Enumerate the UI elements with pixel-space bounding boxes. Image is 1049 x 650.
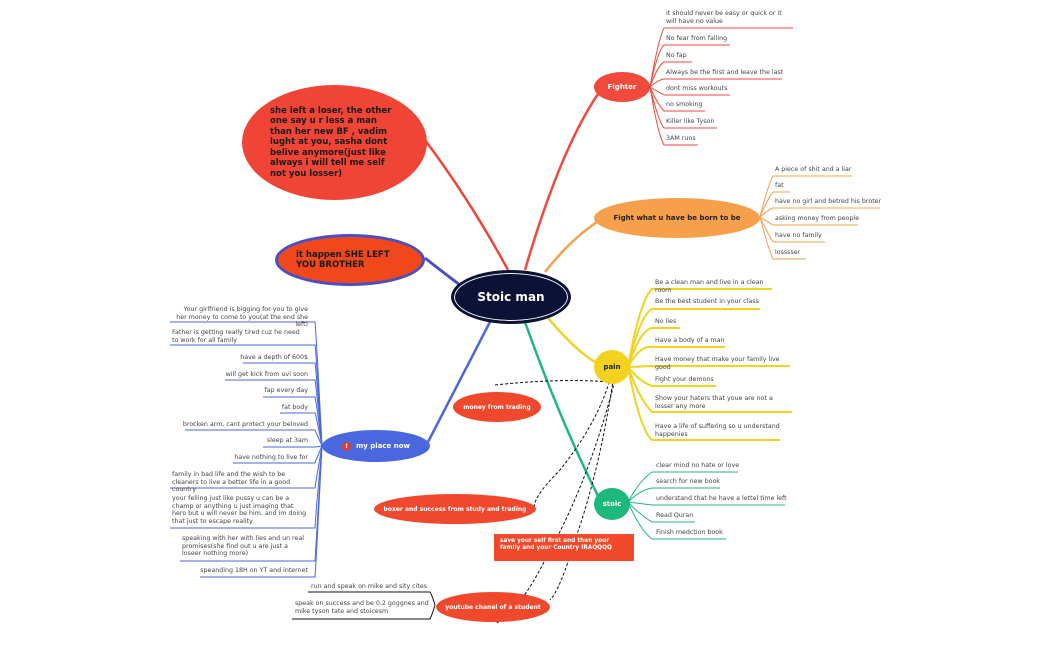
pain-leaf-lines	[627, 288, 792, 441]
myplace-item: Your girlfriend is bigging for you to gi…	[176, 306, 308, 328]
fight-born-leaf-lines	[759, 175, 880, 260]
myplace-item: family in bad life and the wish to be cl…	[172, 471, 291, 493]
myplace-item: have nothing to live for	[234, 454, 308, 461]
myplace-item: fap every day	[264, 387, 308, 394]
link-center-pain	[547, 317, 596, 364]
central-topic[interactable]: Stoic man	[451, 270, 571, 324]
fighter-item: No fap	[666, 52, 687, 59]
myplace-item: will get kick from uvi soon	[225, 371, 308, 378]
pain-item: Have money that make your family live go…	[655, 356, 780, 371]
note-it-happen[interactable]: it happen SHE LEFT YOU BROTHER	[275, 234, 425, 286]
branch-stoic[interactable]: stoic	[594, 488, 630, 520]
youtube-leaf-lines	[292, 591, 436, 620]
fighter-item: dont miss workouts	[666, 85, 728, 92]
fighter-item: no smoking	[666, 101, 703, 108]
alert-icon: !	[341, 441, 351, 451]
fight-born-item: asking money from people	[775, 215, 860, 222]
stoic-item: Finish medction book	[656, 529, 723, 536]
note-save-yourself[interactable]: save your self first and then your famil…	[494, 534, 634, 561]
link-center-note2	[424, 256, 461, 287]
pain-item: No lies	[655, 318, 677, 325]
branch-fight-born[interactable]: Fight what u have be born to be	[594, 198, 760, 238]
stoic-item: search for new book	[656, 478, 720, 485]
fight-born-item: have no girl and betred his broter	[775, 198, 882, 205]
link-center-stoic	[523, 321, 600, 497]
stoic-item: Read Quran	[656, 512, 694, 519]
fighter-item: Always be the first and leave the last	[666, 69, 784, 76]
pain-item: Fight your demons	[655, 376, 714, 383]
myplace-item: your felling just like pussy u can be a …	[172, 495, 307, 525]
fighter-item: Killer like Tyson	[666, 118, 715, 125]
myplace-item: Father is getting really tired cuz he ne…	[172, 329, 300, 344]
fighter-item: 3AM runs	[666, 135, 696, 142]
link-center-fight-born	[544, 220, 598, 273]
link-center-note1	[423, 139, 510, 271]
myplace-item: have a depth of 600$	[240, 354, 308, 361]
myplace-item: speanding 18H on YT and internet	[200, 567, 308, 574]
branch-my-place-label: my place now	[355, 442, 411, 450]
fighter-leaf-lines	[649, 27, 793, 146]
pain-item: Have a life of suffering so u understand…	[655, 423, 780, 438]
branch-pain[interactable]: pain	[594, 350, 630, 384]
pain-item: Have a body of a man	[655, 337, 725, 344]
branch-my-place[interactable]: ! my place now	[322, 430, 430, 462]
topic-boxer[interactable]: boxer and success from study and trading	[374, 494, 536, 524]
pain-item: Show your haters that youe are not a los…	[655, 395, 773, 410]
myplace-leaf-lines	[170, 321, 323, 578]
myplace-item: speaking with her with lies and un real …	[182, 535, 304, 557]
fight-born-item: have no family	[775, 232, 822, 239]
fight-born-item: A piece of shit and a liar	[775, 166, 852, 173]
fight-born-item: fat	[775, 182, 784, 189]
stoic-item: clear mind no hate or love	[656, 462, 740, 469]
pain-item: Be the best student in your class	[655, 298, 759, 305]
topic-money-trading[interactable]: money from trading	[453, 392, 541, 422]
branch-fighter[interactable]: Fighter	[594, 72, 650, 102]
fight-born-item: losssser	[775, 249, 801, 256]
pain-item: Be a clean man and live in a clean room	[655, 279, 764, 294]
fighter-item: No fear from falling	[666, 35, 728, 42]
stoic-item: understand that he have a lettel time le…	[656, 495, 787, 502]
myplace-item: brocken arm, cant protect your beloved	[182, 421, 308, 428]
link-center-fighter	[523, 93, 600, 271]
youtube-item: run and speak on mike and sity cites	[311, 583, 428, 590]
stoic-leaf-lines	[627, 471, 785, 540]
myplace-item: sleep at 3am	[266, 437, 308, 444]
link-center-myplace	[426, 317, 494, 443]
youtube-item: speak on success and be 0.2 goggnes and …	[295, 600, 429, 615]
topic-youtube[interactable]: youtube chanel of a student	[436, 592, 550, 622]
fighter-item: it should never be easy or quick or it w…	[666, 10, 782, 25]
myplace-item: fat body	[281, 404, 308, 411]
note-she-left[interactable]: she left a loser, the other one say u r …	[242, 85, 427, 200]
